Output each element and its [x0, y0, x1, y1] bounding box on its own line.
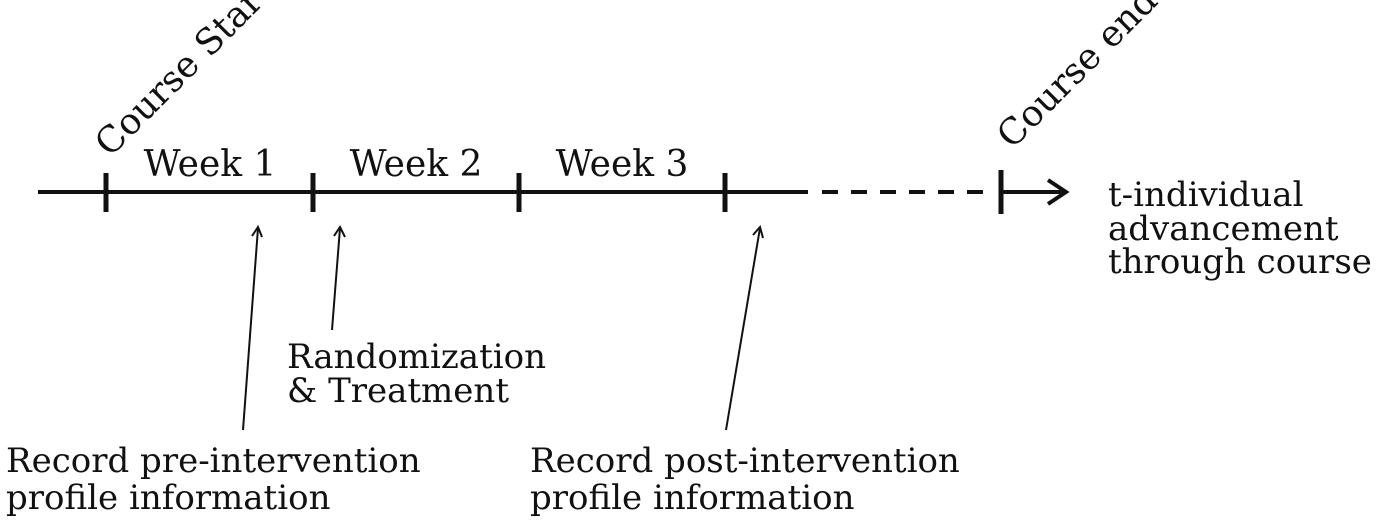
post-intervention-note-line: Record post-intervention [530, 441, 960, 481]
pre-intervention-note-line: Record pre-intervention [6, 441, 421, 481]
week-label: Week 3 [556, 144, 689, 185]
axis-description-line: t-individual [1108, 175, 1303, 215]
randomization-note-line: & Treatment [287, 371, 509, 411]
pointer-pre-intervention [242, 227, 259, 431]
week-label: Week 2 [350, 144, 483, 185]
timeline-arrow-head-icon [1046, 178, 1070, 206]
randomization-note-line: Randomization [287, 337, 546, 377]
axis-description-line: through course [1108, 242, 1372, 282]
post-intervention-note: Record post-intervention profile informa… [530, 441, 971, 518]
randomization-note: Randomization & Treatment [287, 337, 557, 411]
week-label: Week 1 [144, 144, 277, 185]
pointer-head-icon [752, 224, 764, 239]
course-start-label: Course Start [87, 0, 281, 164]
axis-description-line: advancement [1108, 209, 1339, 249]
pointer-randomization [331, 227, 341, 331]
pre-intervention-note-line: profile information [6, 478, 330, 518]
pre-intervention-note: Record pre-intervention profile informat… [6, 441, 431, 518]
pointer-post-intervention [725, 227, 761, 431]
post-intervention-note-line: profile information [530, 478, 854, 518]
pointer-head-icon [333, 225, 346, 238]
pointer-head-icon [251, 224, 263, 238]
course-end-label: Course end [989, 0, 1165, 156]
axis-description: t-individual advancement through course [1108, 175, 1372, 282]
